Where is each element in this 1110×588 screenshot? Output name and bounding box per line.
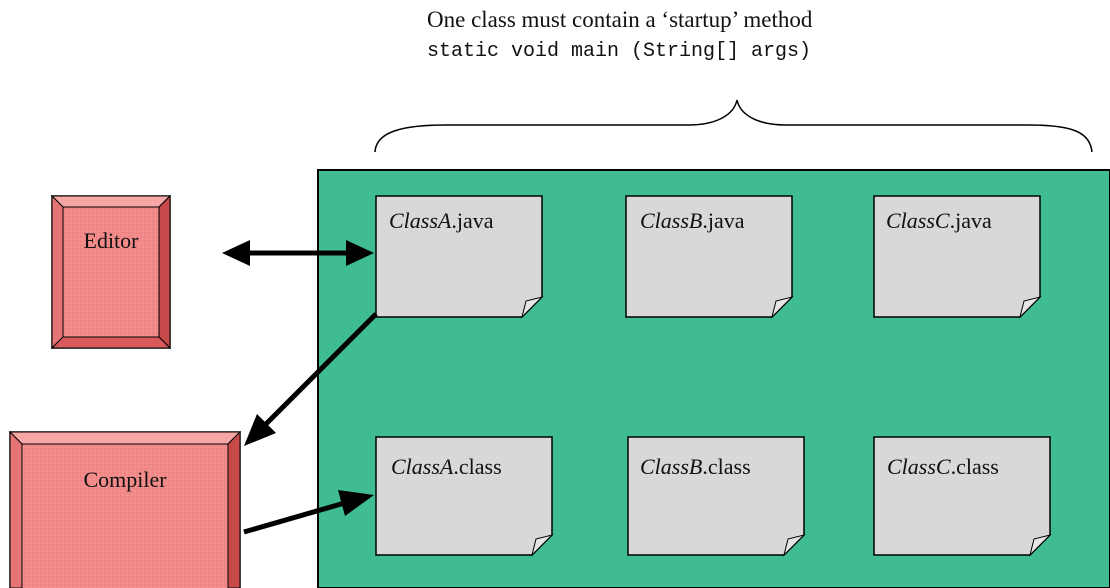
- file-label-classc-class: ClassC.class: [887, 454, 999, 479]
- file-label-classa-java: ClassA.java: [389, 208, 494, 233]
- file-classa-class[interactable]: [375, 436, 554, 557]
- file-classb-java[interactable]: [625, 195, 794, 319]
- editor-label: Editor: [83, 228, 139, 253]
- file-label-classc-java: ClassC.java: [886, 208, 992, 233]
- class-group-brace: [374, 99, 1093, 153]
- main-method-signature: static void main (String[] args): [427, 40, 812, 63]
- file-classb-class[interactable]: [627, 436, 806, 557]
- file-label-classb-java: ClassB.java: [640, 208, 745, 233]
- file-classc-java[interactable]: [873, 195, 1042, 319]
- compiler-box[interactable]: [8, 430, 242, 588]
- startup-method-note: One class must contain a ‘startup’ metho…: [427, 7, 813, 32]
- file-classc-class[interactable]: [873, 436, 1052, 557]
- editor-box[interactable]: [50, 194, 172, 350]
- file-classa-java[interactable]: [375, 195, 544, 319]
- compiler-label: Compiler: [83, 467, 167, 492]
- compiler-to-class-arrow: [243, 490, 374, 535]
- file-label-classb-class: ClassB.class: [640, 454, 751, 479]
- file-label-classa-class: ClassA.class: [391, 454, 502, 479]
- caption: One class must contain a ‘startup’ metho…: [427, 8, 987, 62]
- editor-to-source-arrow: [222, 240, 374, 266]
- source-to-compiler-arrow: [244, 312, 378, 446]
